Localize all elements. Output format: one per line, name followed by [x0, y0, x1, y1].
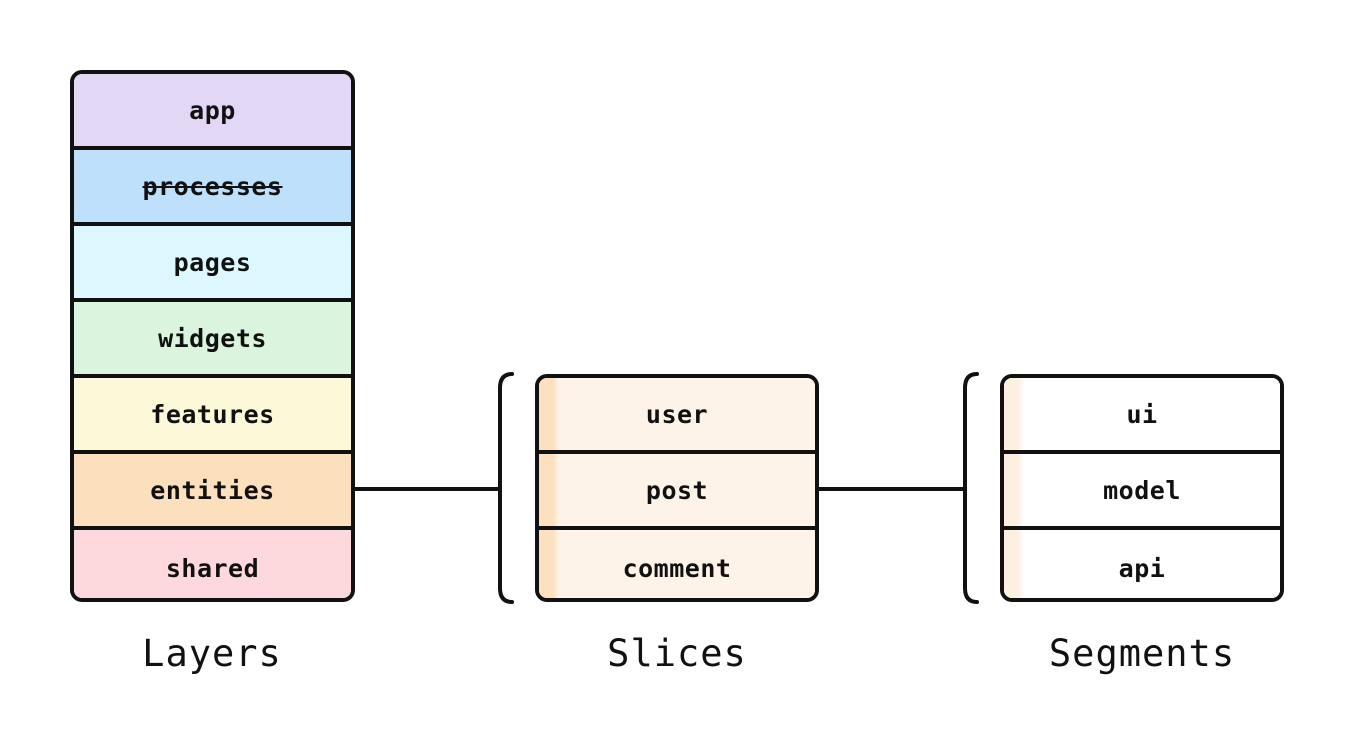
segments-item-api: api: [1004, 530, 1280, 598]
slices-item-post: post: [539, 454, 815, 530]
layers-item-label: processes: [142, 171, 283, 201]
layers-item-widgets: widgets: [74, 302, 351, 378]
bracket-slices: [498, 372, 514, 604]
slices-accent-strip: [539, 454, 559, 526]
slices-item-label: user: [645, 399, 709, 429]
slices-stack: user post comment: [535, 374, 819, 602]
layers-item-label: widgets: [158, 323, 267, 353]
slices-item-label: comment: [622, 553, 732, 583]
slices-accent-strip: [539, 530, 559, 598]
segments-item-ui: ui: [1004, 378, 1280, 454]
layers-item-label: shared: [165, 553, 260, 583]
layers-stack: app processes pages widgets features entities…: [70, 70, 355, 602]
layers-item-processes: processes: [74, 150, 351, 226]
layers-item-label: app: [189, 95, 236, 125]
segments-stack: ui model api: [1000, 374, 1284, 602]
segments-item-label: api: [1118, 553, 1166, 583]
segments-item-label: ui: [1126, 399, 1158, 429]
layers-item-shared: shared: [74, 530, 351, 598]
segments-item-label: model: [1103, 475, 1181, 505]
segments-accent-strip: [1004, 530, 1024, 598]
slices-item-label: post: [645, 475, 709, 505]
slices-caption: Slices: [607, 632, 747, 675]
layers-item-pages: pages: [74, 226, 351, 302]
layers-item-entities: entities: [74, 454, 351, 530]
slices-item-user: user: [539, 378, 815, 454]
layers-item-app: app: [74, 74, 351, 150]
segments-accent-strip: [1004, 378, 1024, 450]
layers-caption: Layers: [142, 632, 282, 675]
segments-accent-strip: [1004, 454, 1024, 526]
layers-item-label: entities: [150, 475, 275, 505]
segments-caption: Segments: [1048, 632, 1236, 675]
layers-item-label: pages: [173, 247, 252, 277]
segments-item-model: model: [1004, 454, 1280, 530]
slices-accent-strip: [539, 378, 559, 450]
bracket-segments: [963, 372, 979, 604]
slices-item-comment: comment: [539, 530, 815, 598]
layers-item-features: features: [74, 378, 351, 454]
layers-item-label: features: [150, 399, 275, 429]
